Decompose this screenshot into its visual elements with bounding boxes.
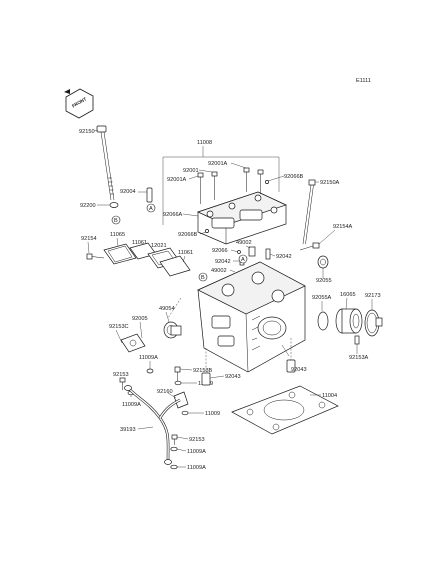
- label-11008: 11008: [197, 140, 212, 146]
- callout-b-upper: [111, 215, 121, 225]
- label-92154A: 92154A: [333, 224, 353, 230]
- label-49054: 49054: [159, 306, 175, 312]
- fitting-49054: [163, 321, 182, 339]
- label-92153B: 92153B: [193, 368, 213, 374]
- callout-a-lower: [238, 254, 248, 264]
- label-92153C: 92153C: [109, 324, 129, 330]
- label-92001A-left: 92001A: [167, 177, 187, 183]
- label-92200: 92200: [80, 203, 96, 209]
- bolt-92154A: [299, 242, 320, 251]
- label-92153-left: 92153: [113, 372, 129, 378]
- cap-92005: [120, 333, 146, 353]
- label-92150: 92150: [79, 129, 95, 135]
- label-11009A-b2: 11009A: [187, 465, 206, 471]
- svg-text:B: B: [201, 275, 205, 281]
- label-92005: 92005: [132, 316, 148, 322]
- label-92153-bottom: 92153: [189, 437, 205, 443]
- label-92066A: 92066A: [163, 212, 183, 218]
- label-16065: 16065: [340, 292, 356, 298]
- clamp-92173: [364, 309, 383, 337]
- washer-92200: [109, 202, 119, 208]
- label-92055A: 92055A: [312, 295, 332, 301]
- callout-b-lower: [198, 272, 208, 282]
- label-39193: 39193: [120, 427, 136, 433]
- cylinder-head-block: [197, 261, 306, 373]
- dowel-92004: [146, 187, 153, 203]
- oring-92055A: [317, 311, 329, 331]
- washer-11009A-top: [146, 368, 154, 374]
- label-92001A-top: 92001A: [208, 161, 228, 167]
- washer-92055: [317, 255, 329, 269]
- cover-11065: [103, 243, 137, 265]
- label-49002-top: 49002: [236, 240, 252, 246]
- label-49002-mid: 49002: [211, 268, 227, 274]
- bolt-92154: [86, 253, 105, 260]
- svg-text:A: A: [241, 257, 245, 263]
- bolt-92153-left: [119, 377, 126, 390]
- label-92173: 92173: [365, 293, 381, 299]
- label-11009A-top: 11009A: [139, 355, 158, 361]
- gasket-11061-b: [159, 255, 191, 277]
- front-arrow-icon: FRONT: [64, 88, 94, 119]
- label-92043-a: 92043: [225, 374, 241, 380]
- guide-49002-top: [248, 246, 256, 257]
- screw-92153A: [354, 335, 360, 345]
- head-gasket-11004: [231, 385, 339, 435]
- bracket-92160: [173, 391, 189, 409]
- label-92066B-right: 92066B: [284, 174, 304, 180]
- label-92004: 92004: [120, 189, 136, 195]
- long-bolt-92150A: [302, 179, 316, 245]
- label-11061-a: 11061: [132, 240, 147, 246]
- bolt-92153B: [174, 366, 181, 382]
- label-92150A: 92150A: [320, 180, 340, 186]
- washer-11009A-b2: [170, 464, 178, 470]
- stud-92042-b: [265, 248, 271, 260]
- svg-text:B: B: [114, 218, 118, 224]
- label-92001: 92001: [183, 168, 199, 174]
- label-92066: 92066: [212, 248, 228, 254]
- label-12021: 12021: [151, 243, 167, 249]
- label-92153A: 92153A: [349, 355, 369, 361]
- label-92154: 92154: [81, 236, 97, 242]
- washer-11009A-b1: [170, 446, 178, 452]
- diagram-ref-code: E1111: [356, 78, 371, 84]
- oil-pipe-39193: [124, 385, 181, 465]
- label-92160: 92160: [157, 389, 173, 395]
- label-92055: 92055: [316, 278, 332, 284]
- callout-a-upper: [146, 203, 156, 213]
- label-92042-a: 92042: [215, 259, 231, 265]
- long-bolt-92150: [96, 125, 115, 201]
- label-11004: 11004: [322, 393, 337, 399]
- bolt-92153-bottom: [171, 434, 178, 445]
- cap-bolts-92001: [197, 167, 264, 204]
- dowel-92043-a: [201, 372, 211, 386]
- label-92042-b: 92042: [276, 254, 292, 260]
- label-11009-b: 11009: [205, 411, 220, 417]
- label-11009A-b1: 11009A: [187, 449, 206, 455]
- camshaft-cap-11008: [197, 191, 287, 245]
- label-11061-b: 11061: [178, 250, 193, 256]
- svg-text:A: A: [149, 206, 153, 212]
- label-11065: 11065: [110, 232, 125, 238]
- label-92043-b: 92043: [291, 367, 307, 373]
- label-92066B-left: 92066B: [178, 232, 198, 238]
- intake-holder-16065: [335, 308, 363, 334]
- label-11009A-left: 11009A: [122, 402, 141, 408]
